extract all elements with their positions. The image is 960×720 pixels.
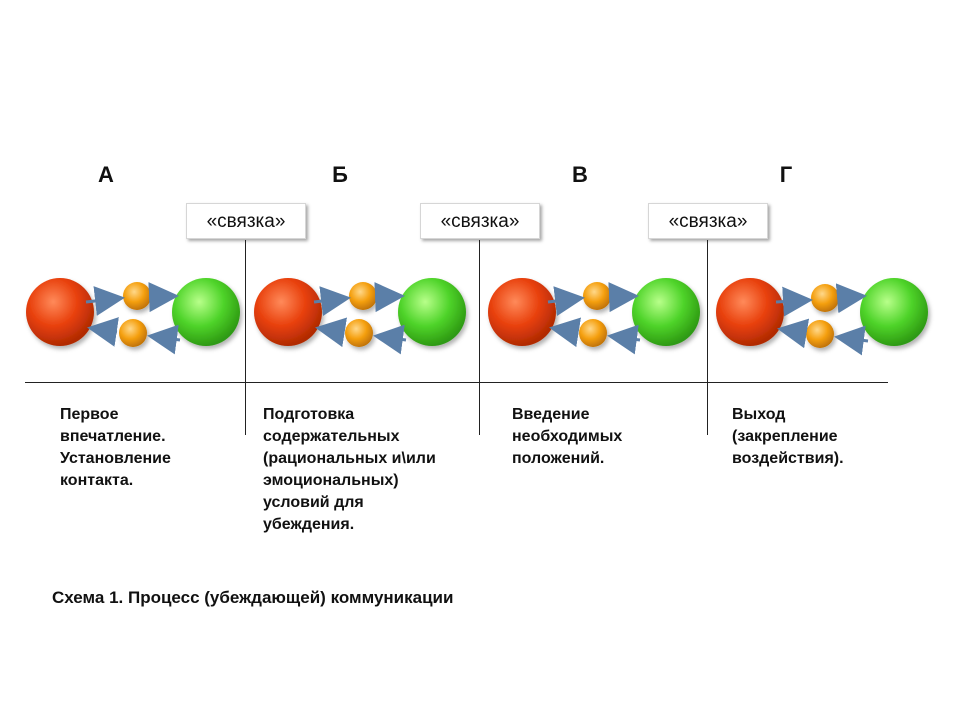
divider-2 (479, 240, 480, 435)
arrow-forward-1 (547, 286, 585, 317)
divider-1 (245, 240, 246, 435)
link-box-1: «связка» (186, 203, 306, 239)
stage-description-b: Подготовка содержательных (рациональных … (263, 406, 436, 533)
arrow-forward-2 (608, 282, 639, 313)
arrow-back-1 (607, 324, 641, 355)
arrow-back-2 (777, 318, 810, 349)
arrow-forward-2 (374, 282, 405, 313)
figure-caption: Схема 1. Процесс (убеждающей) коммуникац… (52, 588, 454, 607)
divider-3 (707, 240, 708, 435)
phase-label-g: Г (779, 162, 793, 187)
sender-circle (254, 278, 322, 346)
sender-circle (26, 278, 94, 346)
phase-label-b: Б (332, 162, 348, 187)
message-circle-forward (123, 282, 151, 310)
arrow-forward-1 (85, 286, 125, 316)
receiver-circle (398, 278, 466, 346)
receiver-circle (172, 278, 240, 346)
message-circle-forward (811, 284, 839, 312)
stage-description-g: Выход (закрепление воздействия). (732, 406, 844, 467)
comm-group-v (488, 278, 700, 355)
message-circle-back (579, 319, 607, 347)
receiver-circle (860, 278, 928, 346)
stage-description-a: Первое впечатление. Установление контакт… (60, 406, 171, 489)
arrow-back-2 (87, 317, 119, 347)
message-circle-back (119, 319, 147, 347)
stage-description-v: Введение необходимых положений. (512, 406, 623, 467)
phase-label-v: В (572, 162, 588, 187)
message-circle-back (345, 319, 373, 347)
comm-group-b (254, 278, 466, 355)
phase-label-a: А (98, 162, 114, 187)
arrow-forward-1 (775, 286, 813, 317)
arrow-back-2 (549, 317, 582, 348)
arrow-back-1 (834, 325, 869, 356)
baseline (25, 382, 888, 383)
message-circle-forward (583, 282, 611, 310)
sender-circle (488, 278, 556, 346)
link-box-3: «связка» (648, 203, 768, 239)
message-circle-back (806, 320, 834, 348)
arrow-forward-1 (313, 286, 351, 317)
message-circle-forward (349, 282, 377, 310)
arrow-back-1 (373, 324, 407, 355)
arrow-back-2 (315, 317, 348, 348)
sender-circle (716, 278, 784, 346)
comm-group-g (716, 278, 928, 356)
arrow-back-1 (147, 324, 181, 355)
arrow-forward-2 (148, 282, 179, 313)
link-box-2: «связка» (420, 203, 540, 239)
receiver-circle (632, 278, 700, 346)
arrow-forward-2 (835, 283, 867, 314)
comm-group-a (26, 278, 240, 355)
